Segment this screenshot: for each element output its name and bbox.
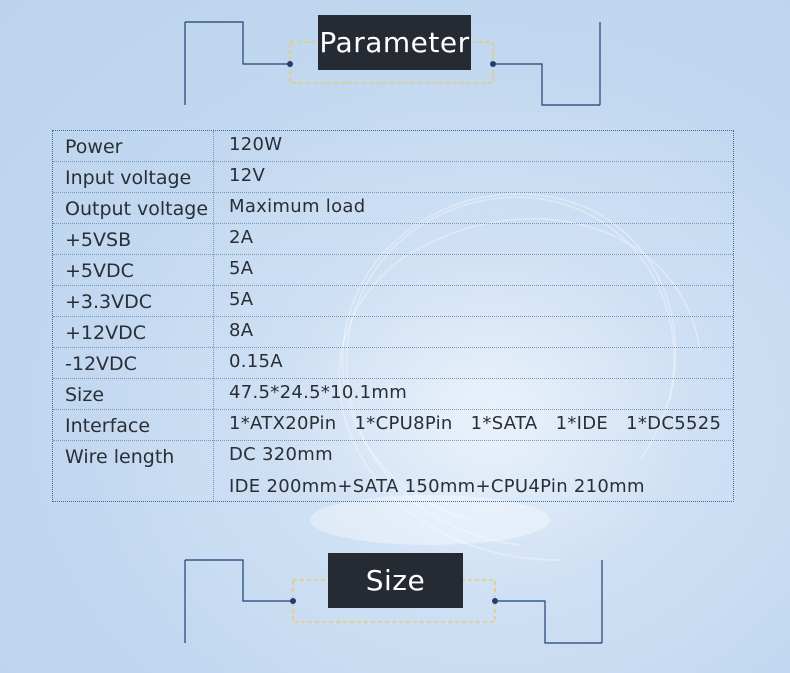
spec-label: Wire length — [65, 446, 175, 468]
spec-label: +5VDC — [65, 260, 134, 282]
spec-label: Power — [65, 136, 123, 158]
spec-value: 120W — [229, 134, 283, 155]
spec-value: 47.5*24.5*10.1mm — [229, 382, 408, 403]
spec-value-secondary: IDE 200mm+SATA 150mm+CPU4Pin 210mm — [229, 476, 645, 497]
table-row: +5VSB 2A — [53, 224, 733, 255]
table-row: +3.3VDC 5A — [53, 286, 733, 317]
spec-label: -12VDC — [65, 353, 137, 375]
size-heading: Size — [328, 553, 463, 608]
table-row: +5VDC 5A — [53, 255, 733, 286]
table-row: Output voltage Maximum load — [53, 193, 733, 224]
table-row: +12VDC 8A — [53, 317, 733, 348]
spec-value: 12V — [229, 165, 266, 186]
spec-label: Input voltage — [65, 167, 192, 189]
spec-label: Output voltage — [65, 198, 209, 220]
spec-value: 5A — [229, 289, 254, 310]
spec-value: 8A — [229, 320, 254, 341]
spec-value: Maximum load — [229, 196, 366, 217]
spec-label: Size — [65, 384, 105, 406]
spec-label: +5VSB — [65, 229, 132, 251]
spec-table: Power 120W Input voltage 12V Output volt… — [52, 130, 734, 502]
spec-value: 1*ATX20Pin 1*CPU8Pin 1*SATA 1*IDE 1*DC55… — [229, 413, 722, 434]
spec-value: 2A — [229, 227, 254, 248]
table-row: Power 120W — [53, 131, 733, 162]
spec-label: +12VDC — [65, 322, 146, 344]
table-row: Wire length DC 320mm IDE 200mm+SATA 150m… — [53, 441, 733, 504]
table-row: Interface 1*ATX20Pin 1*CPU8Pin 1*SATA 1*… — [53, 410, 733, 441]
spec-label: +3.3VDC — [65, 291, 153, 313]
spec-value: DC 320mm — [229, 444, 333, 465]
spec-value: 0.15A — [229, 351, 283, 372]
spec-value: 5A — [229, 258, 254, 279]
spec-label: Interface — [65, 415, 151, 437]
parameter-heading: Parameter — [318, 15, 471, 70]
table-row: -12VDC 0.15A — [53, 348, 733, 379]
table-row: Input voltage 12V — [53, 162, 733, 193]
table-row: Size 47.5*24.5*10.1mm — [53, 379, 733, 410]
